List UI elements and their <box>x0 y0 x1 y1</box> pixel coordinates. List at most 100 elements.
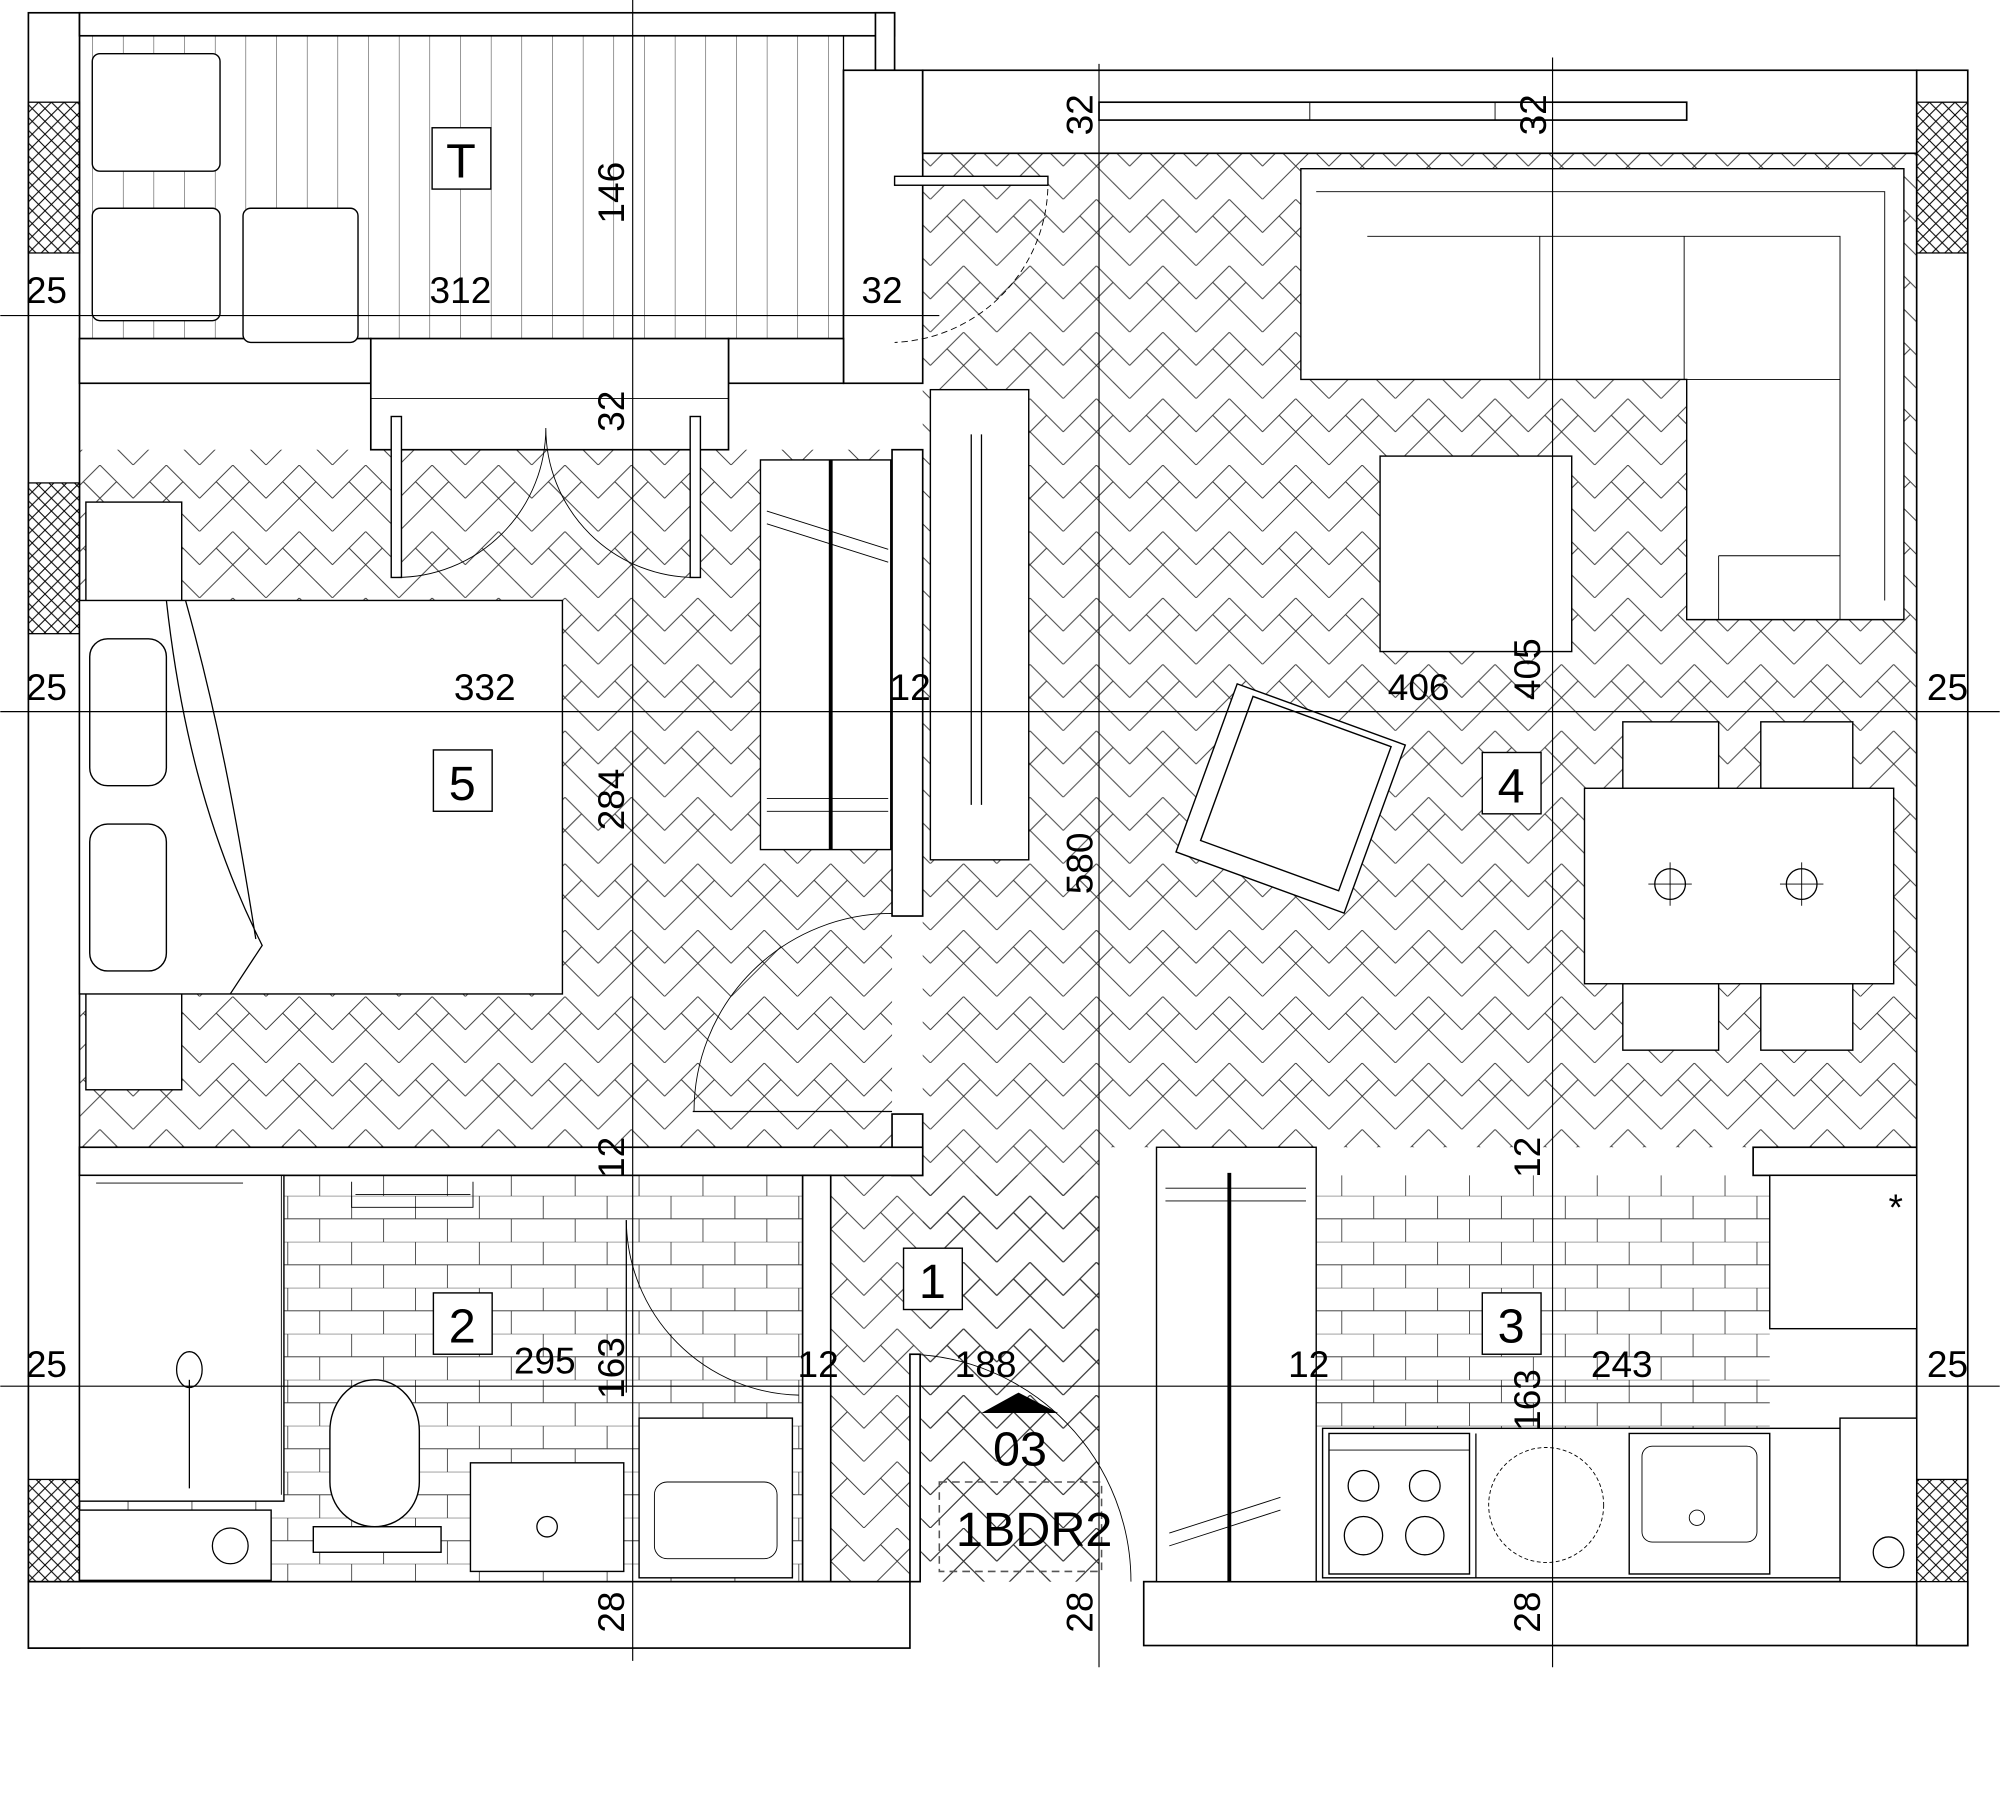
terrace-door-leaf-left <box>390 415 403 579</box>
dim-label: 28 <box>590 1592 632 1633</box>
dim-label: 163 <box>1506 1369 1548 1431</box>
bedroom-door-swing <box>693 913 893 1112</box>
dim-label: 28 <box>1506 1592 1548 1633</box>
stove-burners <box>1328 1449 1470 1556</box>
asterisk-mark: * <box>1889 1186 1903 1228</box>
kitchen-floor <box>1316 1175 1770 1431</box>
dim-label: 243 <box>1591 1343 1653 1385</box>
terrace-chair-2 <box>91 207 221 322</box>
dining-chair-4 <box>1760 983 1854 1051</box>
dim-label: 25 <box>26 269 67 311</box>
room-tag-living: 4 <box>1498 759 1525 813</box>
room-tag-bedroom: 5 <box>449 757 476 811</box>
terrace-hall-wall <box>842 69 924 385</box>
kitchen-wall-stub <box>1752 1146 1918 1177</box>
shower <box>78 1174 285 1502</box>
dim-label: 25 <box>1927 666 1968 708</box>
dining-chair-2 <box>1760 721 1854 789</box>
terrace-chair-3 <box>242 207 359 344</box>
dim-label: 32 <box>1512 94 1554 135</box>
dim-label: 12 <box>798 1343 839 1385</box>
dim-label: 32 <box>861 269 902 311</box>
dim-label: 25 <box>26 666 67 708</box>
column-5 <box>1916 1478 1969 1583</box>
dim-label: 32 <box>590 391 632 432</box>
column-4 <box>1916 101 1969 254</box>
dim-label: 25 <box>1927 1343 1968 1385</box>
coffee-table <box>1379 455 1573 653</box>
bath-door-swing <box>625 1220 799 1396</box>
terrace-chair-1 <box>91 52 221 172</box>
dim-label: 295 <box>514 1339 576 1381</box>
terrace-bottom-wall-right <box>727 337 845 385</box>
stove <box>1328 1432 1471 1575</box>
pendant-light-icon <box>1648 862 1824 906</box>
bath-cabinet <box>78 1509 272 1582</box>
furniture: * <box>78 52 1918 1583</box>
upper-cabinet <box>1769 1174 1918 1330</box>
dim-label: 405 <box>1506 638 1548 700</box>
bedroom-wardrobe <box>759 459 892 851</box>
entrance-door-swing <box>909 1353 1132 1582</box>
terrace-parapet-top <box>78 11 896 37</box>
dim-label: 406 <box>1388 666 1450 708</box>
dimension-lines <box>0 0 2000 1668</box>
entrance-jamb <box>909 1353 921 1583</box>
pillow-1 <box>89 638 168 787</box>
dining-table <box>1583 787 1895 985</box>
dim-label: 28 <box>1059 1592 1101 1633</box>
armchair <box>1175 682 1407 915</box>
column-2 <box>27 482 81 635</box>
dim-label: 12 <box>590 1137 632 1178</box>
unit-code: 1BDR2 <box>956 1503 1112 1557</box>
room-tag-bathroom: 2 <box>449 1300 476 1354</box>
column-1 <box>27 101 81 254</box>
dim-label: 332 <box>454 666 516 708</box>
window <box>1098 101 1688 121</box>
dim-label: 312 <box>430 269 492 311</box>
room-tag-hall: 1 <box>919 1255 946 1309</box>
dim-label: 25 <box>26 1343 67 1385</box>
dim-label: 32 <box>1059 94 1101 135</box>
hall-cabinet <box>929 388 1030 861</box>
entrance-arrow-icon <box>981 1392 1059 1414</box>
floor-finishes <box>78 35 1917 1582</box>
room-tag-terrace: T <box>446 135 476 189</box>
bedroom-hall-wall <box>891 448 924 917</box>
terrace-parapet-right <box>874 11 896 72</box>
washing-machine <box>1488 1447 1605 1563</box>
toilet-cistern <box>312 1526 442 1553</box>
pillow-2 <box>89 823 168 972</box>
toilet <box>329 1379 421 1528</box>
dim-label: 12 <box>1506 1137 1548 1178</box>
bottom-wall-right <box>1142 1580 1969 1647</box>
unit-code-box <box>938 1481 1103 1573</box>
bedroom-bath-wall <box>78 1146 924 1177</box>
terrace-door-leaf-right <box>689 415 702 579</box>
room-tags: T 5 1 2 3 4 <box>431 127 1542 1355</box>
dim-label: 580 <box>1059 833 1101 895</box>
duvet-fold <box>165 600 263 995</box>
bottom-wall-left <box>27 1580 911 1649</box>
hall-floor-lower <box>830 1175 1100 1582</box>
balcony-door-swing <box>894 178 1049 343</box>
dim-label: 188 <box>955 1343 1017 1385</box>
dining-chair-1 <box>1622 721 1720 789</box>
kitchen-wardrobe <box>1155 1146 1317 1583</box>
bath-washer <box>638 1417 794 1579</box>
walls <box>27 11 1969 1649</box>
kitchen-sink <box>1628 1432 1771 1575</box>
right-exterior-wall <box>1915 69 1969 1647</box>
dining-chair-3 <box>1622 983 1720 1051</box>
doors <box>390 175 1132 1582</box>
dimension-labels: 25 312 32 146 32 32 32 25 332 12 284 406… <box>26 94 1968 1633</box>
dim-label: 12 <box>889 666 930 708</box>
dim-label: 163 <box>590 1337 632 1399</box>
left-exterior-wall <box>27 11 81 1649</box>
entrance-marker: 03 <box>993 1422 1047 1476</box>
dim-label: 146 <box>590 162 632 224</box>
dim-label: 284 <box>590 769 632 831</box>
fridge <box>1839 1417 1918 1583</box>
terrace-door-frame <box>369 337 730 451</box>
